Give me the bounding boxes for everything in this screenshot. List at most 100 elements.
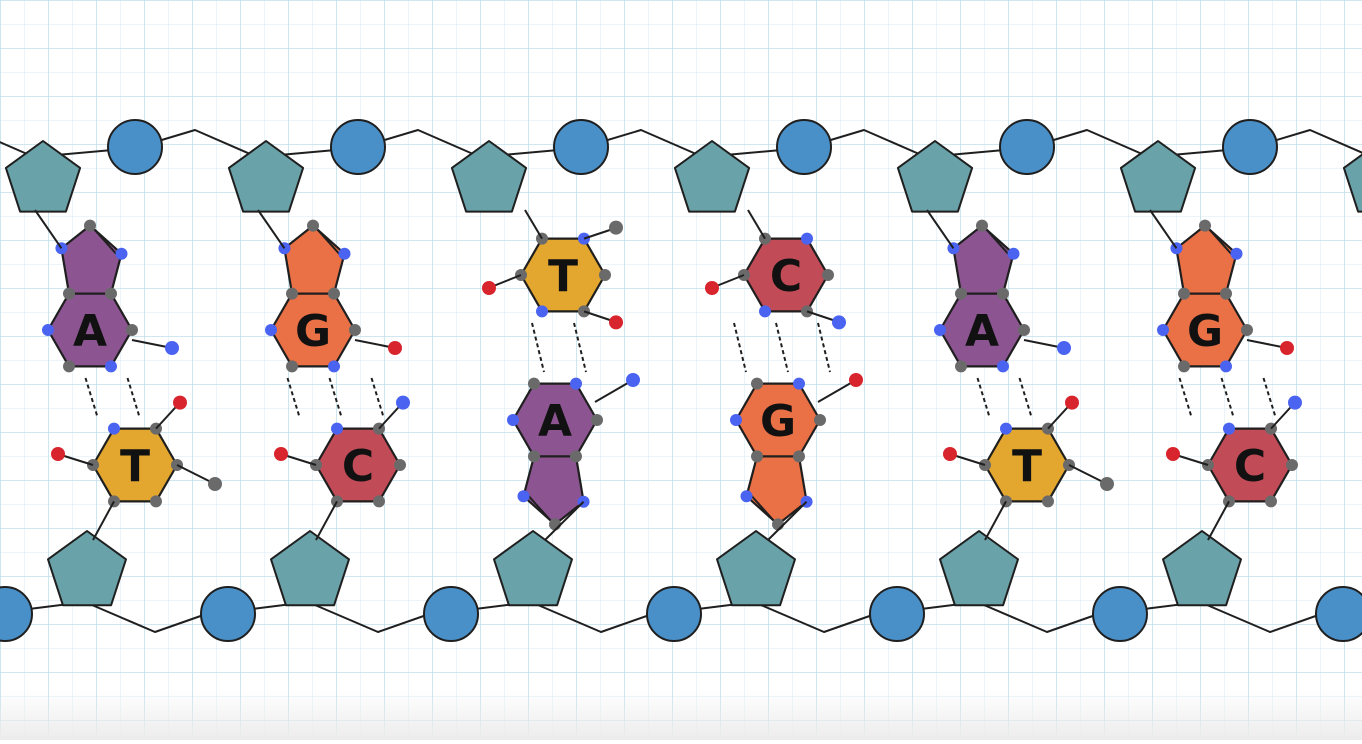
sugar-pentagon <box>270 530 350 607</box>
atom-o <box>482 281 496 295</box>
phosphate-circle <box>1092 586 1148 642</box>
atom <box>1000 422 1012 435</box>
atom-n <box>730 414 742 426</box>
hydrogen-bond <box>817 322 831 373</box>
atom-n <box>507 414 519 426</box>
double-bond <box>750 494 775 521</box>
double-bond <box>713 274 745 288</box>
hydrogen-bond <box>573 322 587 373</box>
atom-c <box>307 219 319 232</box>
phosphate-circle <box>646 586 702 642</box>
base-pair: GC <box>1149 209 1302 541</box>
atom <box>373 495 385 508</box>
double-bond <box>1208 229 1233 256</box>
sugar-pentagon <box>227 140 305 213</box>
bond <box>817 379 857 403</box>
atom-c <box>528 450 540 463</box>
side-atom <box>832 315 846 330</box>
atom-c <box>328 287 340 300</box>
atom-c <box>570 450 582 463</box>
double-bond <box>283 454 317 466</box>
atom-n <box>570 377 582 390</box>
sugar-pentagon <box>47 530 127 607</box>
atom-n <box>55 242 68 255</box>
glycosidic-bond <box>315 500 338 541</box>
glycosidic-bond <box>524 209 543 240</box>
atom-c <box>997 287 1009 300</box>
phosphate-circle <box>1222 119 1278 175</box>
atom-c <box>63 287 75 300</box>
atom-n <box>793 377 805 390</box>
side-atom <box>1280 341 1294 355</box>
phosphate-circle <box>999 119 1055 175</box>
glycosidic-bond <box>747 209 766 240</box>
atom <box>150 495 162 508</box>
base-pair: AT <box>926 209 1114 541</box>
phosphate-circle <box>107 119 163 175</box>
sugar-pentagon <box>4 140 82 213</box>
side-atom <box>1288 395 1302 410</box>
base-pair: GC <box>257 209 410 541</box>
base-letter-bottom: A <box>538 396 572 447</box>
atom-c <box>286 360 298 373</box>
sugar-pentagon <box>1119 140 1197 213</box>
atom <box>599 269 611 281</box>
atom <box>822 269 834 281</box>
atom-n <box>934 324 946 336</box>
atom-c <box>549 518 561 531</box>
hydrogen-bond <box>733 322 747 373</box>
side-atom <box>1057 341 1071 355</box>
atom-c <box>1220 287 1232 300</box>
atom-c <box>793 450 805 463</box>
atom-c <box>208 477 222 491</box>
atom-c <box>126 324 138 336</box>
side-atom <box>626 373 640 387</box>
double-bond <box>60 454 94 466</box>
atom-c <box>591 414 603 426</box>
atom-n <box>105 360 117 373</box>
phosphate-circle <box>200 586 256 642</box>
double-bond <box>1175 454 1209 466</box>
sugar-pentagon <box>1162 530 1242 607</box>
atom-c <box>772 518 784 531</box>
base-letter-bottom: G <box>760 396 796 447</box>
phosphate-circle <box>423 586 479 642</box>
atom <box>801 232 813 245</box>
bottom-backbone <box>0 530 1362 642</box>
atom <box>759 305 771 318</box>
atom-c <box>609 220 623 235</box>
side-atom <box>1065 395 1079 410</box>
atom-n <box>740 490 753 503</box>
atom-c <box>814 414 826 426</box>
base-letter-top: G <box>295 306 331 357</box>
bond <box>1068 464 1106 484</box>
phosphate-circle <box>553 119 609 175</box>
bond <box>176 464 214 484</box>
glycosidic-bond <box>34 209 63 249</box>
glycosidic-bond <box>544 501 585 541</box>
atom-n <box>1230 247 1243 260</box>
sugar-pentagon <box>450 140 528 213</box>
double-bond <box>952 454 986 466</box>
glycosidic-bond <box>92 500 115 541</box>
phosphate-circle <box>1315 586 1362 642</box>
sugar-pentagon <box>939 530 1019 607</box>
atom-o <box>943 447 957 461</box>
atom-c <box>349 324 361 336</box>
side-atom <box>173 395 187 410</box>
atom-c <box>105 287 117 300</box>
base-letter-bottom: T <box>120 441 150 492</box>
atom-c <box>751 450 763 463</box>
atom-c <box>84 219 96 232</box>
atom-n <box>328 360 340 373</box>
sugar-pentagon <box>493 530 573 607</box>
double-bond <box>93 229 118 256</box>
side-atom <box>388 341 402 355</box>
phosphate-circle <box>776 119 832 175</box>
atom-n <box>517 490 530 503</box>
double-bond <box>527 494 552 521</box>
atom <box>1265 495 1277 508</box>
atom-n <box>115 247 128 260</box>
